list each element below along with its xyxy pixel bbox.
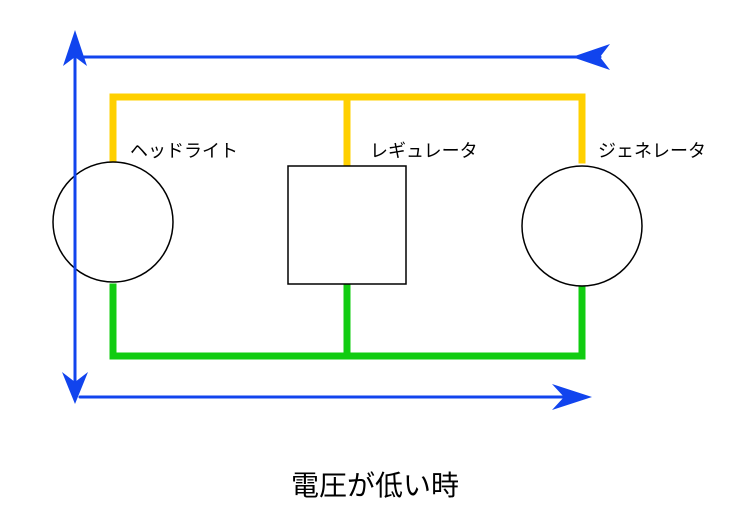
generator-symbol <box>521 165 643 287</box>
arrowhead-top-left-up-icon <box>63 30 87 66</box>
diagram-caption: 電圧が低い時 <box>291 469 459 502</box>
headlight-symbol <box>52 161 174 283</box>
headlight-label: ヘッドライト <box>130 141 238 162</box>
arrowhead-bottom-left-down-icon <box>62 372 88 404</box>
arrowhead-top-right-left-icon <box>572 44 610 70</box>
regulator-label: レギュレータ <box>370 141 478 162</box>
regulator-symbol <box>287 165 407 285</box>
generator-label: ジェネレータ <box>598 141 706 162</box>
arrowhead-bottom-right-right-icon <box>552 384 592 410</box>
negative-wire <box>109 283 586 360</box>
current-flow-path <box>73 50 602 399</box>
positive-wire <box>109 93 586 170</box>
